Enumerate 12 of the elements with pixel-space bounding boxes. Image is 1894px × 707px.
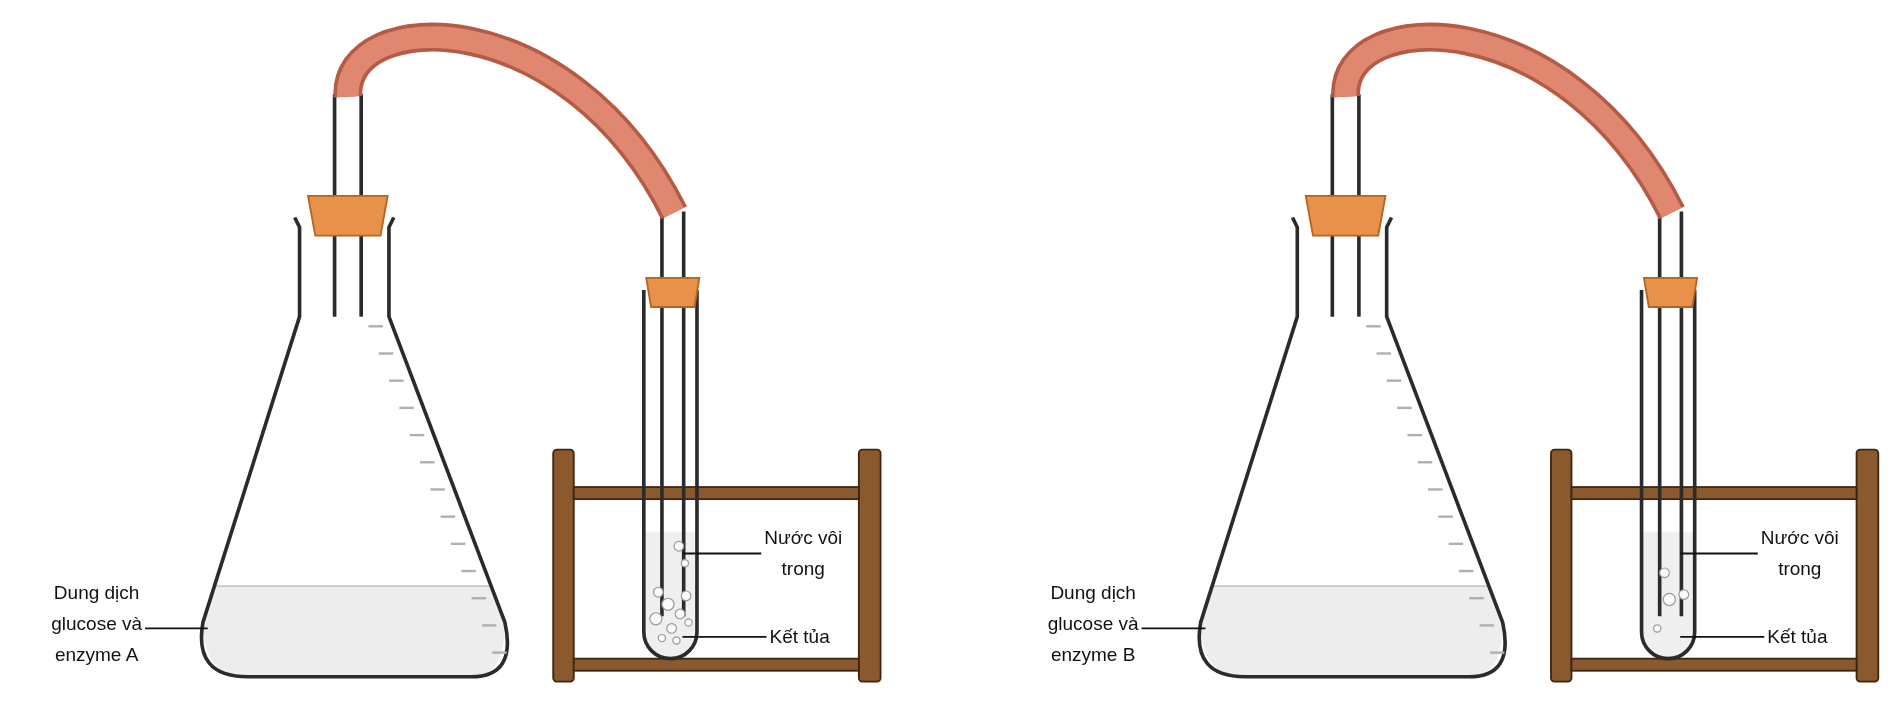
leader-line (1679, 636, 1766, 638)
part-label: Dung dịch glucose và enzyme A (51, 582, 143, 666)
part-label: Kết tủa (769, 625, 830, 647)
leader-line (1140, 627, 1207, 630)
part-label: Nước vôi trong (1760, 526, 1839, 579)
leader-line (681, 636, 768, 638)
part-label: Dung dịch glucose và enzyme B (1047, 582, 1139, 666)
leader-line (1679, 552, 1759, 555)
part-label: Nước vôi trong (764, 526, 843, 579)
leader-line (144, 627, 209, 630)
part-label: Kết tủa (1767, 625, 1828, 647)
leader-line (681, 552, 763, 555)
